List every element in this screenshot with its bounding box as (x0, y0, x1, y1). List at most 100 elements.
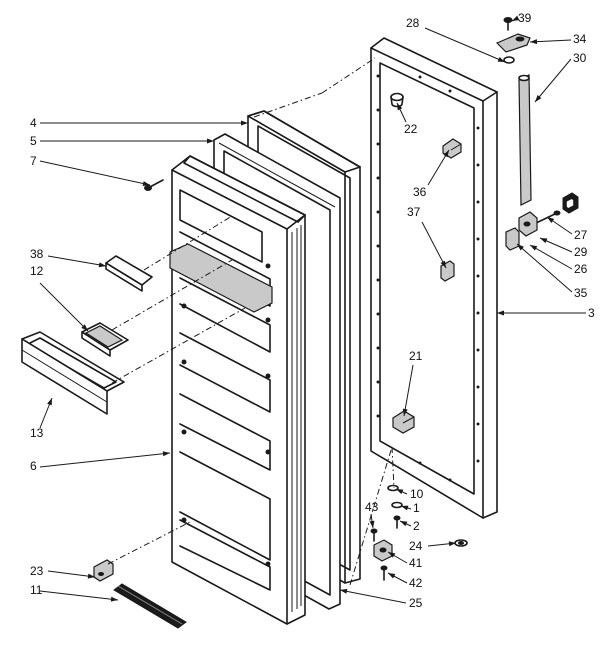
leader-arrow-43 (369, 520, 375, 528)
callout-38: 38 (30, 247, 44, 261)
leader-line-35 (516, 243, 573, 293)
leader-line-11 (39, 590, 119, 601)
outer-door-panel (370, 37, 498, 519)
leader-line-30 (534, 58, 572, 103)
leader-arrow-38 (98, 262, 106, 268)
leader-arrow-2 (400, 521, 408, 527)
leader-arrow-42 (388, 573, 396, 579)
cap-24 (454, 539, 468, 547)
leader-line-7 (39, 160, 151, 186)
callout-27: 27 (574, 228, 588, 242)
leader-arrow-37 (440, 260, 446, 268)
leader-arrow-11 (110, 596, 118, 602)
callout-26: 26 (574, 262, 588, 276)
washer-1 (391, 501, 403, 509)
callout-35: 35 (574, 286, 588, 300)
leader-arrow-3 (497, 310, 504, 316)
leader-arrow-4 (241, 120, 248, 126)
leader-arrow-24 (448, 541, 456, 547)
screw-39 (503, 17, 513, 31)
leader-arrow-1 (401, 505, 409, 511)
leader-arrow-5 (207, 138, 214, 144)
callout-24: 24 (409, 539, 423, 553)
leader-arrow-6 (162, 451, 170, 457)
leader-arrow-23 (87, 573, 95, 579)
bracket-21 (392, 410, 415, 434)
callout-34: 34 (573, 32, 587, 46)
screw-2 (393, 515, 401, 529)
callout-30: 30 (573, 51, 587, 65)
leader-line-6 (39, 452, 171, 468)
callout-1: 1 (413, 501, 420, 515)
callout-4: 4 (30, 116, 37, 130)
hinge-41 (373, 539, 393, 562)
callout-42: 42 (409, 576, 423, 590)
callout-29: 29 (574, 245, 588, 259)
leader-line-28 (424, 27, 506, 63)
tray-12 (81, 322, 129, 357)
grille-11 (113, 583, 187, 629)
leader-arrow-34 (530, 39, 538, 45)
dispenser-recess (169, 243, 273, 313)
liner-shelves (179, 189, 271, 591)
bottom-hinge-parts (370, 484, 468, 581)
callout-23: 23 (30, 564, 44, 578)
leader-arrow-13 (47, 398, 52, 406)
leader-line-26 (529, 244, 573, 270)
leader-line-37 (421, 221, 447, 269)
callout-22: 22 (404, 122, 418, 136)
leader-line-38 (47, 255, 107, 267)
leader-arrow-39 (512, 15, 520, 21)
screw-7 (144, 179, 164, 191)
leader-line-21 (403, 364, 414, 417)
callout-7: 7 (30, 154, 37, 168)
leader-line-25 (339, 589, 407, 604)
clip-23 (93, 559, 114, 582)
leader-arrow-30 (535, 95, 542, 102)
callout-13: 13 (30, 426, 44, 440)
frame-13 (21, 331, 125, 415)
screw-29 (533, 210, 561, 225)
leader-line-12 (39, 282, 89, 332)
bushing-28 (503, 56, 515, 64)
leader-arrow-10 (396, 489, 404, 495)
callout-5: 5 (30, 134, 37, 148)
bracket-27 (562, 192, 579, 214)
hinge-parts (495, 17, 579, 251)
leader-arrow-36 (443, 150, 449, 158)
leader-arrow-29 (540, 238, 548, 244)
callout-10: 10 (410, 487, 424, 501)
callout-12: 12 (30, 264, 44, 278)
clip-35 (505, 227, 520, 251)
callout-6: 6 (30, 459, 37, 473)
callout-37: 37 (407, 205, 421, 219)
hinge-34 (495, 33, 531, 53)
leader-line-23 (47, 570, 96, 578)
hinge-block-26 (518, 211, 538, 237)
callout-11: 11 (30, 583, 43, 597)
screw-43 (370, 528, 378, 542)
rod-30 (518, 74, 532, 206)
leader-arrow-7 (142, 181, 150, 186)
leader-arrow-41 (388, 552, 396, 558)
callout-2: 2 (413, 519, 420, 533)
callout-41: 41 (409, 556, 423, 570)
inner-door-liner (169, 155, 306, 625)
callout-28: 28 (406, 16, 420, 30)
callout-25: 25 (409, 596, 423, 610)
callout-43: 43 (365, 500, 379, 514)
screw-42 (380, 565, 388, 581)
liner-hatch (291, 225, 302, 612)
leader-arrow-21 (402, 408, 408, 416)
plug-22 (390, 92, 404, 108)
leader-arrow-26 (530, 245, 538, 251)
callout-3: 3 (588, 306, 595, 320)
callout-21: 21 (409, 349, 423, 363)
leader-arrow-25 (340, 588, 348, 594)
leader-arrow-35 (517, 244, 524, 251)
callout-36: 36 (413, 185, 427, 199)
washer-10 (387, 484, 399, 492)
leader-arrow-28 (497, 56, 505, 62)
